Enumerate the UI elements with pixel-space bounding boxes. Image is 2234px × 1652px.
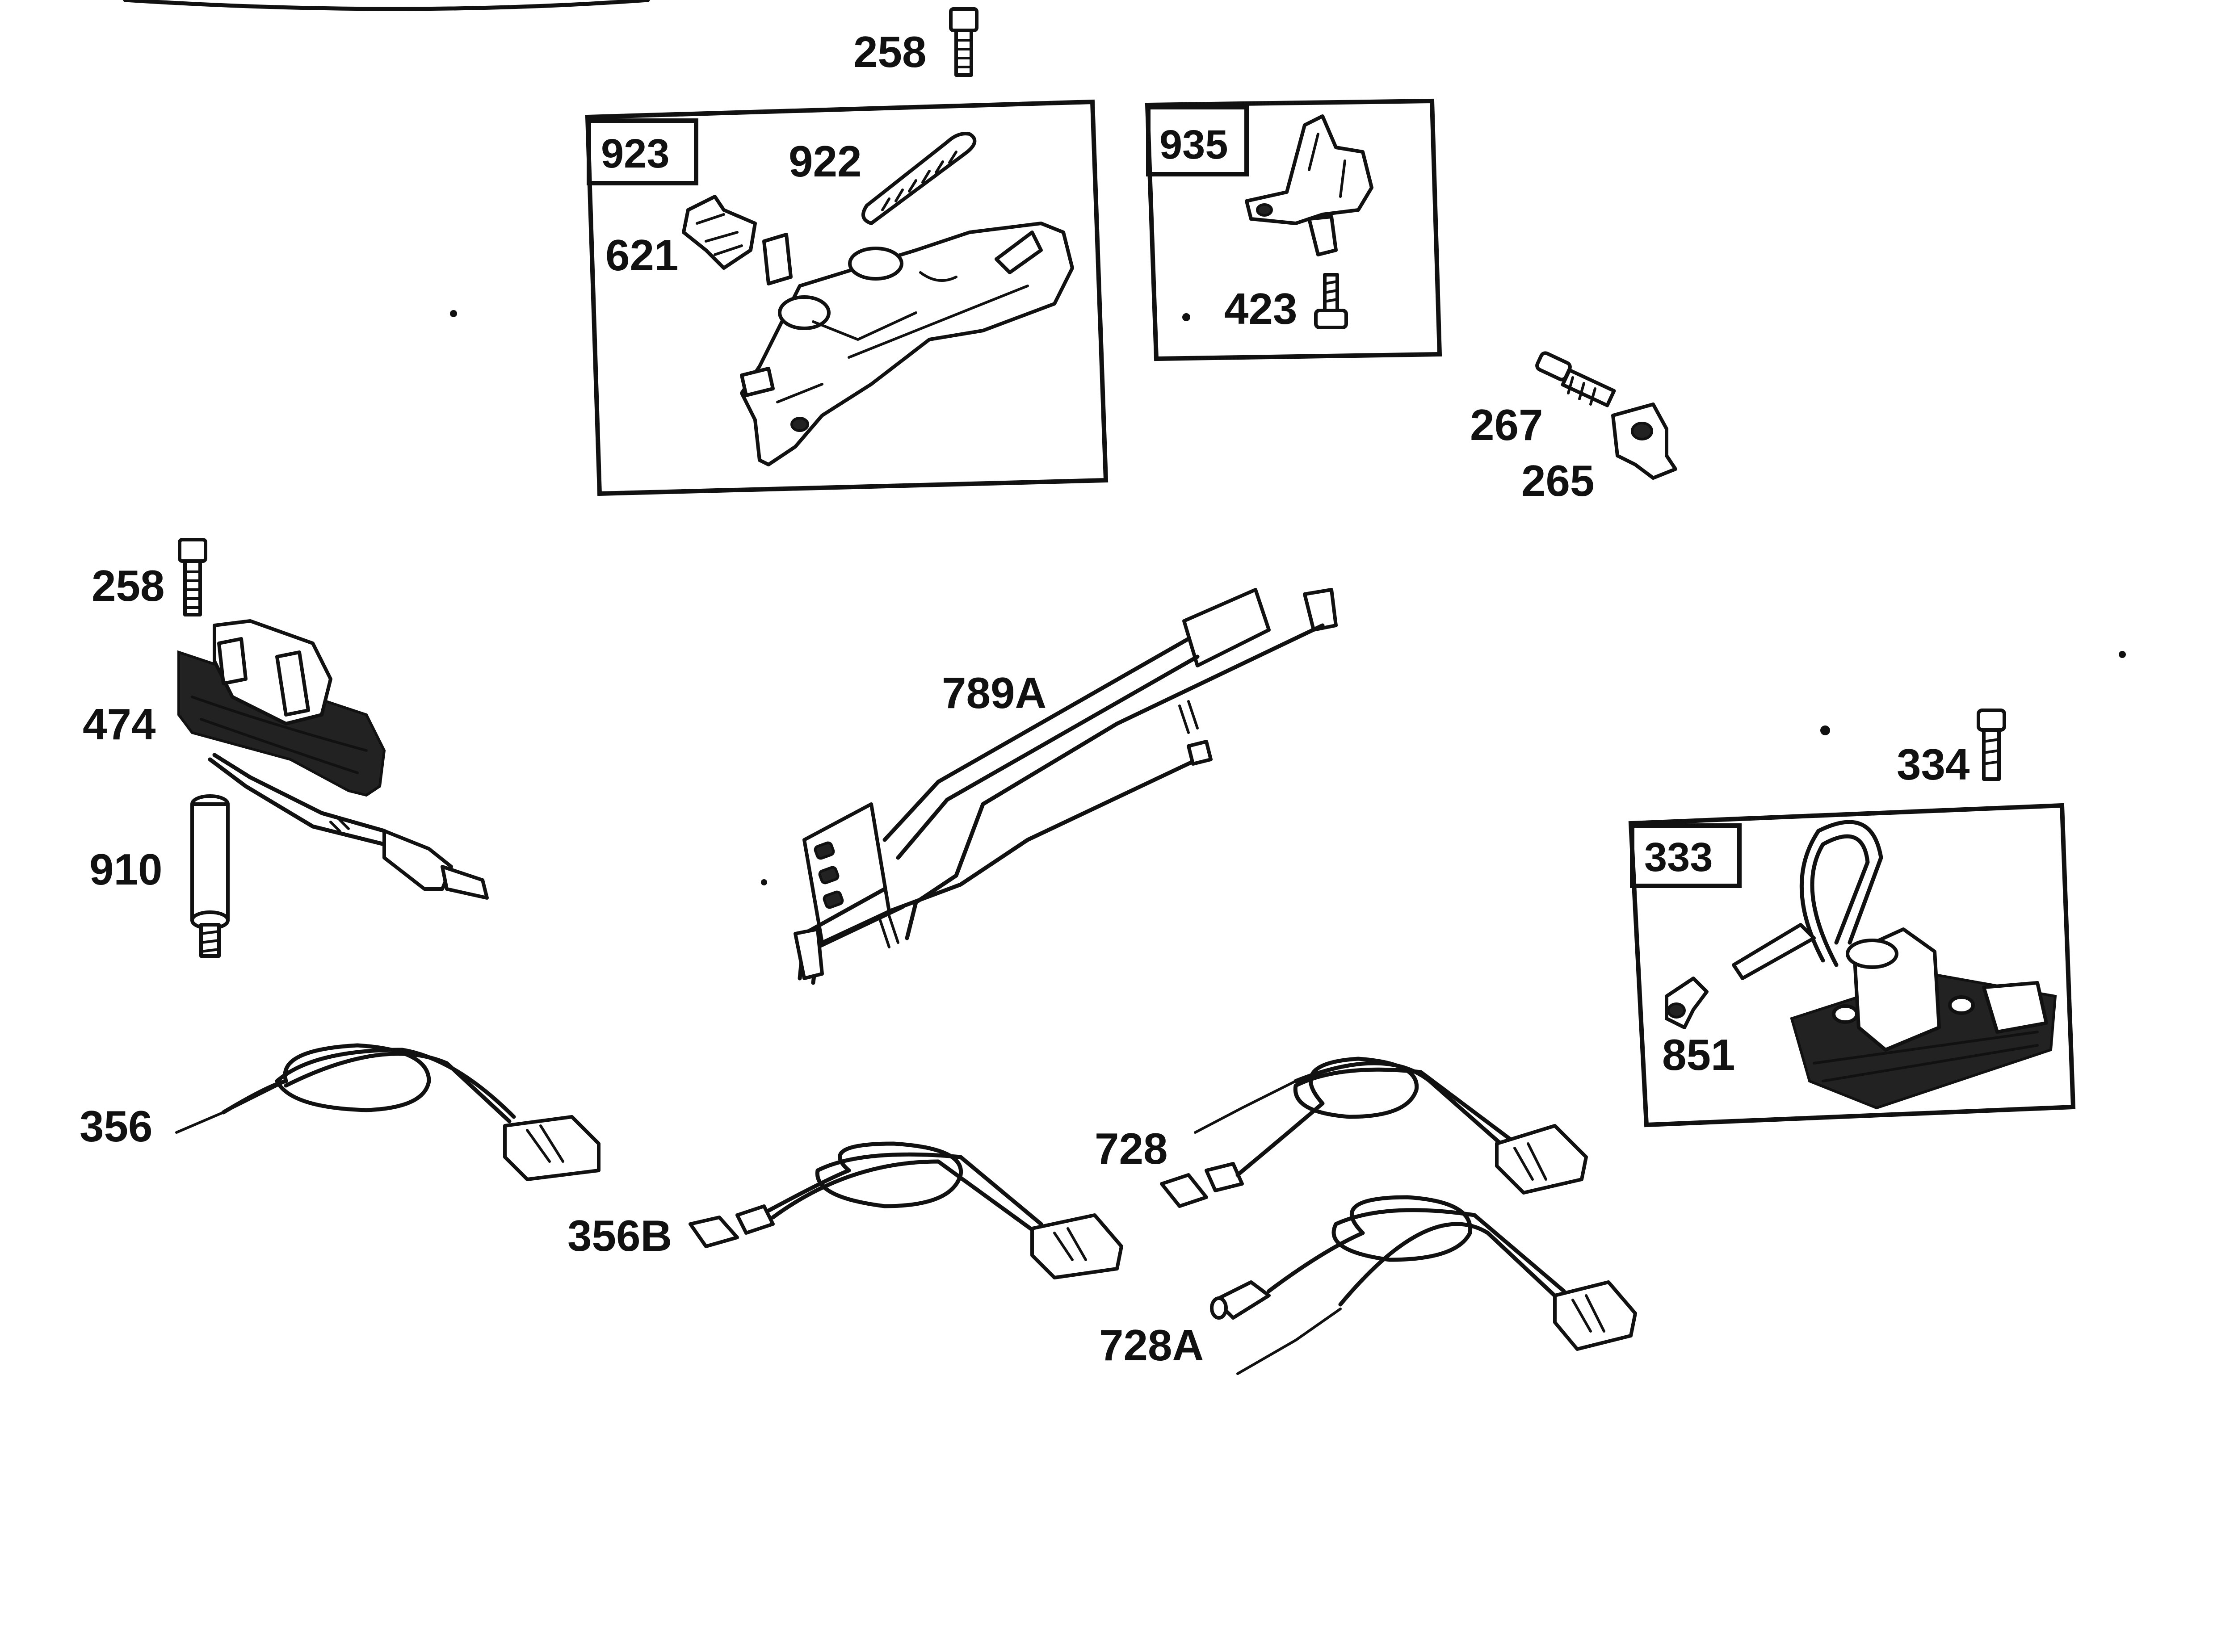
- kit-box-333-tab: [1630, 823, 1742, 888]
- callout-474: 474: [83, 700, 156, 749]
- callout-258-left: 258: [92, 561, 165, 610]
- kit-label-333: 333: [1644, 834, 1713, 880]
- spring-922: [861, 132, 977, 225]
- wiring-harness-789A: [794, 588, 1338, 985]
- armature-474: [177, 619, 489, 900]
- wire-lead-356: [175, 1043, 600, 1181]
- wire-lead-728A: [1210, 1195, 1637, 1375]
- callout-922: 922: [789, 137, 862, 186]
- bracket-935: [1245, 114, 1373, 256]
- scan-speck: [1182, 313, 1190, 321]
- wire-lead-356B: [689, 1141, 1123, 1279]
- screw-423: [1314, 273, 1348, 329]
- kit-box-923: [585, 99, 1109, 496]
- kit-label-923: 923: [601, 131, 670, 176]
- connector-851: [1665, 977, 1709, 1029]
- callout-356B: 356B: [567, 1211, 672, 1260]
- partial-outline: [123, 0, 650, 11]
- wire-lead-728: [1160, 1057, 1588, 1208]
- screw-334: [1977, 709, 2006, 781]
- scan-speck: [2119, 651, 2126, 658]
- kit-box-935-tab: [1146, 105, 1249, 176]
- callout-334: 334: [1897, 740, 1970, 789]
- callout-728A: 728A: [1099, 1321, 1204, 1370]
- kit-box-333: [1628, 803, 2076, 1128]
- governor-plate-assembly: [740, 222, 1074, 466]
- scan-speck: [1820, 725, 1830, 735]
- callout-423: 423: [1224, 284, 1298, 333]
- callout-621: 621: [605, 231, 679, 280]
- callout-728: 728: [1095, 1124, 1168, 1173]
- callout-265: 265: [1521, 456, 1595, 505]
- clip-265: [1611, 403, 1677, 480]
- callout-258-top: 258: [853, 27, 927, 76]
- bracket-621: [682, 195, 757, 270]
- kit-box-923-tab: [587, 118, 698, 185]
- callout-789A: 789A: [942, 668, 1046, 717]
- callout-267: 267: [1470, 400, 1543, 449]
- bolt-258-left: [178, 538, 207, 616]
- callout-851: 851: [1662, 1030, 1735, 1079]
- scan-speck: [761, 879, 767, 885]
- callout-910: 910: [89, 845, 163, 894]
- scan-speck: [450, 310, 457, 317]
- standoff-910: [190, 794, 230, 958]
- kit-box-935: [1145, 98, 1442, 361]
- ignition-coil-333: [1732, 820, 2057, 1110]
- bolt-258-top: [949, 7, 978, 77]
- kit-label-935: 935: [1159, 122, 1228, 168]
- callout-356: 356: [80, 1102, 153, 1151]
- screw-267: [1535, 351, 1616, 407]
